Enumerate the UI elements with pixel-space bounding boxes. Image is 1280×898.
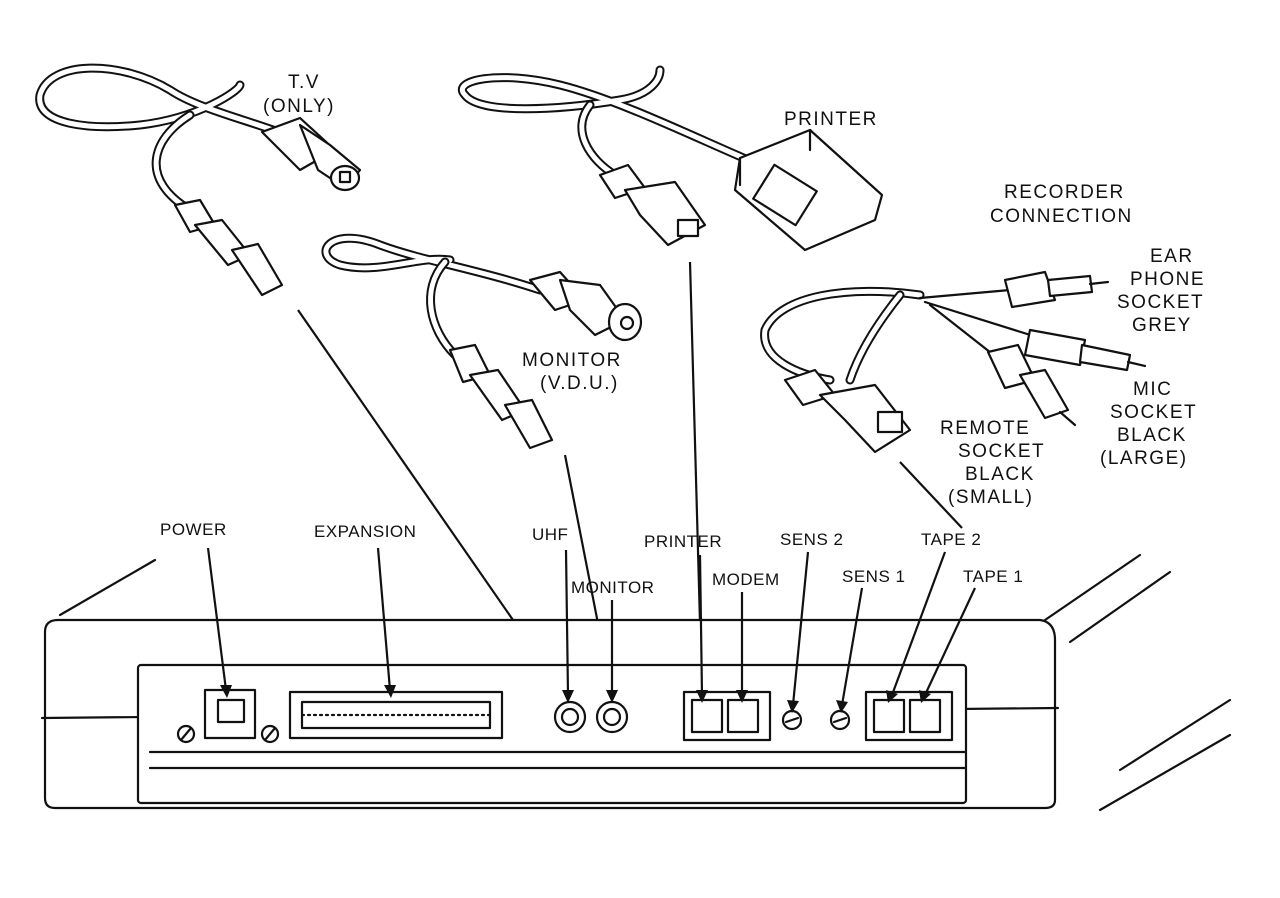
uhf-port [553, 700, 587, 734]
recorder-edge-plug-icon [783, 368, 912, 454]
recorder-label-line2: CONNECTION [990, 206, 1133, 227]
ear-label-line1: EAR [1150, 246, 1194, 267]
ear-jack-icon [1003, 270, 1110, 309]
uhf-plug-icon [173, 198, 284, 297]
recorder-cable [760, 270, 1147, 454]
uhf-port-label: UHF [532, 525, 568, 544]
ear-label-line4: GREY [1132, 315, 1192, 336]
screw-right-icon [260, 724, 280, 744]
power-port-label: POWER [160, 520, 227, 539]
monitor-phono-plug-icon [448, 343, 554, 450]
tape-port-group [864, 690, 954, 742]
tv-plug-icon [260, 116, 362, 192]
port-arrows [206, 547, 976, 713]
expansion-port [288, 690, 504, 740]
tape2-port-label: TAPE 2 [921, 530, 981, 549]
sens2-port-label: SENS 2 [780, 530, 843, 549]
printer-db-connector-icon [733, 128, 884, 252]
monitor-cable-label-line2: (V.D.U.) [540, 373, 619, 394]
power-port [203, 688, 257, 740]
ear-label-line3: SOCKET [1117, 292, 1204, 313]
mic-label-line4: (LARGE) [1100, 448, 1188, 469]
expansion-port-label: EXPANSION [314, 522, 416, 541]
mic-jack-icon [1023, 328, 1147, 372]
remote-label-line3: BLACK [965, 464, 1035, 485]
tv-cable [35, 63, 362, 297]
printer-cable-label: PRINTER [784, 109, 878, 130]
modem-port-label: MODEM [712, 570, 780, 589]
monitor-bnc-plug-icon [528, 270, 643, 342]
ear-label-line2: PHONE [1130, 269, 1205, 290]
remote-label-line1: REMOTE [940, 418, 1030, 439]
screw-left-icon [176, 724, 196, 744]
sens2-port [781, 709, 803, 731]
remote-label-line2: SOCKET [958, 441, 1045, 462]
monitor-port-label: MONITOR [571, 578, 654, 597]
printer-modem-port-group [682, 690, 772, 742]
printer-port-label: PRINTER [644, 532, 722, 551]
recorder-label-line1: RECORDER [1004, 182, 1125, 203]
tape1-port-label: TAPE 1 [963, 567, 1023, 586]
printer-cable [458, 65, 884, 252]
monitor-cable-label-line1: MONITOR [522, 350, 622, 371]
monitor-port [595, 700, 629, 734]
printer-edge-plug-icon [598, 163, 707, 247]
mic-label-line3: BLACK [1117, 425, 1187, 446]
mic-label-line1: MIC [1133, 379, 1172, 400]
tv-label-line1: T.V [288, 72, 320, 93]
remote-jack-icon [986, 343, 1077, 427]
sens1-port [829, 709, 851, 731]
tv-label-line2: (ONLY) [263, 96, 335, 117]
mic-label-line2: SOCKET [1110, 402, 1197, 423]
monitor-cable [321, 233, 643, 450]
remote-label-line4: (SMALL) [948, 487, 1033, 508]
sens1-port-label: SENS 1 [842, 567, 905, 586]
